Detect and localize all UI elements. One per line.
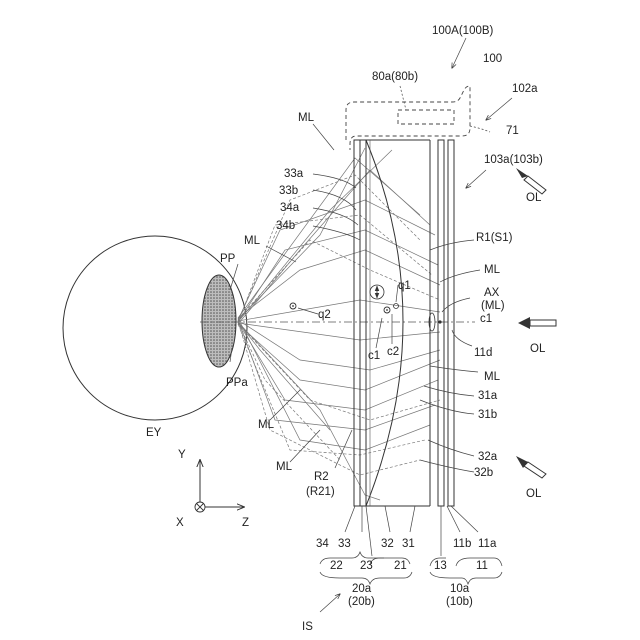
label-22: 22	[330, 560, 343, 572]
label-32b: 32b	[474, 467, 493, 479]
light-rays-ml	[238, 148, 440, 500]
label-frame: 71	[506, 125, 519, 137]
label-axis-z: Z	[242, 517, 249, 529]
label-ml-right: ML	[484, 264, 501, 276]
label-11b: 11b	[453, 538, 471, 550]
label-pp: PP	[220, 253, 236, 265]
label-31a: 31a	[478, 390, 498, 402]
label-33b: 33b	[279, 185, 298, 197]
label-ol-top: OL	[526, 192, 542, 204]
label-axis-x: X	[176, 517, 184, 529]
label-ey: EY	[146, 427, 162, 439]
label-is: IS	[302, 621, 313, 633]
label-32a: 32a	[478, 451, 498, 463]
label-31: 31	[402, 538, 415, 550]
label-ppa: PPa	[226, 377, 248, 389]
label-34a: 34a	[280, 202, 300, 214]
label-r21: (R21)	[306, 486, 335, 498]
label-10a: 10a	[450, 583, 470, 595]
label-34b: 34b	[276, 220, 295, 232]
label-34: 34	[316, 538, 329, 550]
display-unit-80a	[398, 110, 454, 124]
label-housing: 102a	[512, 83, 538, 95]
label-31b: 31b	[478, 409, 497, 421]
label-10b: (10b)	[446, 596, 473, 608]
label-c2: c2	[387, 346, 399, 358]
label-23: 23	[360, 560, 373, 572]
label-11a: 11a	[478, 538, 497, 550]
coordinate-axes	[195, 460, 244, 512]
label-11d: 11d	[474, 347, 492, 359]
label-ol-bottom: OL	[526, 488, 542, 500]
label-32: 32	[381, 538, 394, 550]
label-see-through: 103a(103b)	[484, 154, 543, 166]
label-ml-right2: ML	[484, 371, 501, 383]
label-11: 11	[476, 560, 488, 572]
label-r2: R2	[314, 471, 329, 483]
label-c1: c1	[368, 350, 380, 362]
label-ml-top: ML	[298, 112, 315, 124]
label-ax-ml: (ML)	[481, 300, 505, 312]
label-q2: q2	[318, 309, 331, 321]
label-device-top: 100A(100B)	[432, 25, 494, 37]
label-20a: 20a	[352, 583, 372, 595]
label-q1: q1	[398, 280, 411, 292]
label-c1-right: c1	[480, 313, 492, 325]
label-13: 13	[434, 560, 447, 572]
external-light-arrows	[516, 168, 556, 478]
label-33: 33	[338, 538, 351, 550]
label-ml-bottom1: ML	[258, 419, 275, 431]
label-ml-left: ML	[244, 235, 261, 247]
label-display-unit: 80a(80b)	[372, 71, 418, 83]
label-21: 21	[394, 560, 407, 572]
label-r1: R1(S1)	[476, 232, 513, 244]
label-device: 100	[483, 53, 502, 65]
label-33a: 33a	[284, 168, 304, 180]
label-ol-mid: OL	[530, 343, 546, 355]
label-axis-y: Y	[178, 449, 186, 461]
label-ax: AX	[484, 287, 500, 299]
label-ml-bottom2: ML	[276, 461, 293, 473]
label-20b: (20b)	[348, 596, 375, 608]
